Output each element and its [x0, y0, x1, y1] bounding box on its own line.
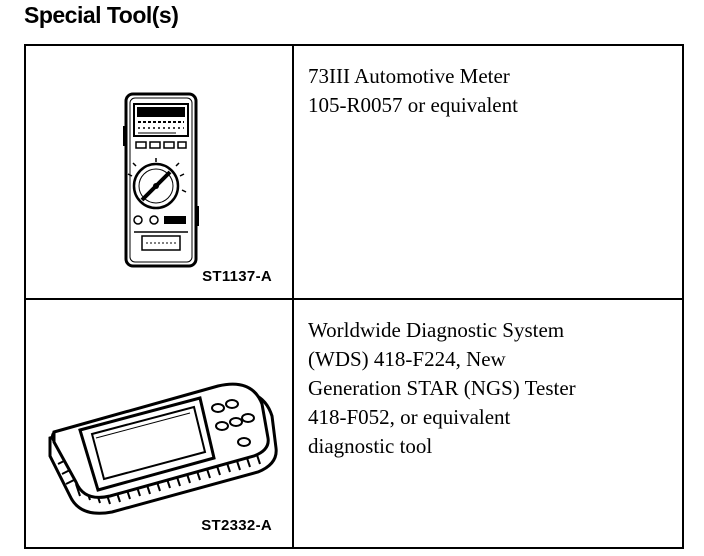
tool-description: 73III Automotive Meter 105-R0057 or equi…	[294, 46, 682, 298]
multimeter-icon	[123, 92, 199, 268]
page-title: Special Tool(s)	[24, 2, 179, 28]
special-tools-table: ST1137-A 73III Automotive Meter 105-R005…	[24, 44, 684, 549]
tool-row-meter: ST1137-A 73III Automotive Meter 105-R005…	[26, 46, 682, 300]
tool-description-line: 73III Automotive Meter	[308, 64, 510, 88]
diagnostic-tester-icon	[48, 382, 278, 515]
tool-description-line: 418-F052, or equivalent	[308, 405, 511, 429]
tool-description-line: 105-R0057 or equivalent	[308, 93, 518, 117]
tool-description-line: diagnostic tool	[308, 434, 433, 458]
tool-description-line: Generation STAR (NGS) Tester	[308, 376, 576, 400]
tool-description: Worldwide Diagnostic System (WDS) 418-F2…	[294, 300, 682, 547]
tool-row-diagnostic-tester: ST2332-A Worldwide Diagnostic System (WD…	[26, 300, 682, 547]
tool-description-line: Worldwide Diagnostic System	[308, 318, 565, 342]
tool-description-line: (WDS) 418-F224, New	[308, 347, 506, 371]
tool-image-cell: ST2332-A	[26, 300, 294, 547]
tool-code-label: ST1137-A	[202, 268, 272, 285]
tool-code-label: ST2332-A	[201, 517, 272, 534]
tool-image-cell: ST1137-A	[26, 46, 294, 298]
